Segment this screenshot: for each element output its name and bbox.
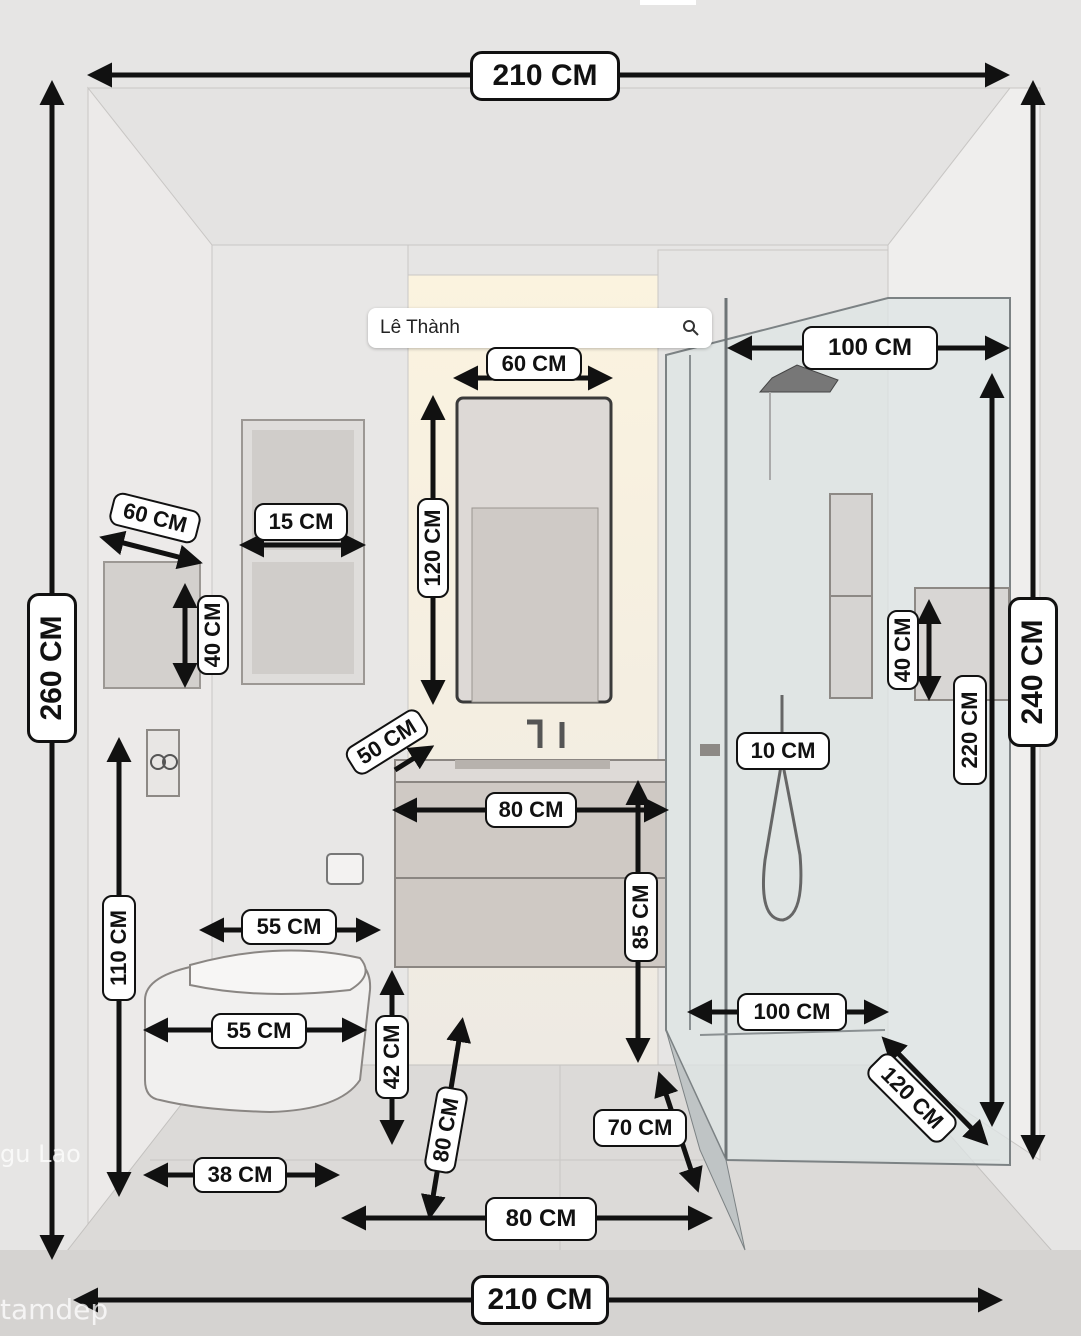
label-toilet-width-top: 55 CM [241,909,337,945]
label-shower-width-top: 100 CM [802,326,938,370]
label-toilet-height: 42 CM [375,1015,409,1099]
label-vanity-floor-gap: 70 CM [593,1109,687,1147]
label-vanity-width: 80 CM [485,792,577,828]
faucet [527,719,565,748]
label-left-height: 260 CM [27,593,77,743]
label-toilet-side-gap: 38 CM [193,1157,287,1193]
label-flush-height: 110 CM [102,895,136,1001]
shower-head [758,364,839,393]
toilet-paper-holder [326,853,364,885]
search-bar[interactable]: Lê Thành [368,308,712,348]
label-vanity-height: 85 CM [624,872,658,962]
watermark-left: gu Lao [0,1140,81,1168]
label-shelf-width: 15 CM [254,503,348,541]
label-shower-hinge-gap: 10 CM [736,732,830,770]
label-walkway-width: 80 CM [485,1197,597,1241]
label-right-height: 240 CM [1008,597,1058,747]
search-text[interactable]: Lê Thành [380,317,460,338]
label-mirror-width: 60 CM [486,347,582,381]
ceiling [86,87,1012,246]
watermark-bottom: tamdep [0,1293,109,1326]
top-chip [640,0,696,5]
search-icon[interactable] [682,319,700,337]
label-mirror-height: 120 CM [417,498,449,598]
label-left-niche-height: 40 CM [197,595,229,675]
label-bottom-width: 210 CM [471,1275,609,1325]
label-shower-niche-height: 40 CM [887,610,919,690]
label-toilet-width: 55 CM [211,1013,307,1049]
label-shower-height: 220 CM [953,675,987,785]
hand-shower-hose [761,695,803,922]
label-shower-width-floor: 100 CM [737,993,847,1031]
label-top-width: 210 CM [470,51,620,101]
